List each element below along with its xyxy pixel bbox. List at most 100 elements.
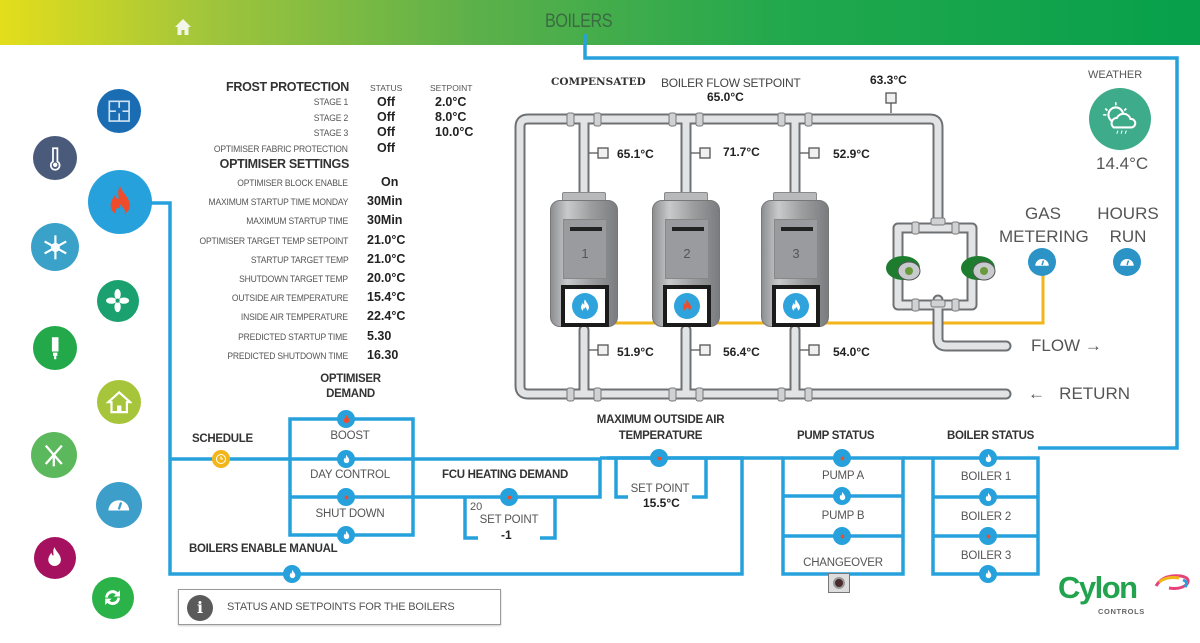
shut-down-status-node[interactable] (337, 488, 355, 506)
optimiser-row-value: 16.30 (367, 348, 399, 362)
bulb-icon (51, 336, 59, 359)
flame-icon (343, 530, 349, 539)
day-control-node[interactable] (337, 450, 355, 468)
max-oat-node[interactable] (650, 449, 668, 467)
info-box: i STATUS AND SETPOINTS FOR THE BOILERS (178, 589, 501, 625)
fcu-value: 20 (470, 501, 483, 513)
boilers-enable-manual-node[interactable] (283, 565, 301, 583)
sidebar-item-floorplan[interactable] (97, 89, 141, 133)
boiler-panel: 3 (774, 219, 818, 279)
boiler-3-status-label: BOILER 3 (960, 550, 1012, 562)
weather-sun-cloud-icon (1103, 102, 1137, 134)
boiler-1-return-temp: 51.9°C (617, 345, 654, 359)
frost-protection-title: FROST PROTECTION (226, 80, 349, 94)
boiler-body: 2 (652, 200, 720, 327)
optimiser-row-label: PREDICTED STARTUP TIME (238, 332, 349, 343)
boost-node[interactable] (337, 410, 355, 428)
sidebar-item-renewables[interactable] (31, 432, 77, 478)
optimiser-row-label: SHUTDOWN TARGET TEMP (239, 274, 348, 285)
sidebar-item-metering[interactable] (96, 482, 142, 528)
flow-setpoint-value[interactable]: 65.0°C (707, 90, 744, 104)
boiler-1-status-node[interactable] (979, 449, 997, 467)
optimiser-row-value[interactable]: 20.0°C (367, 271, 406, 285)
boiler-panel: 1 (563, 219, 607, 279)
hours-run-button[interactable] (1113, 248, 1141, 276)
optimiser-row-label: INSIDE AIR TEMPERATURE (241, 312, 348, 323)
home-icon (175, 19, 191, 35)
boiler-1-status-label: BOILER 1 (960, 471, 1012, 483)
max-oat-setpoint-value[interactable]: 15.5°C (643, 496, 680, 510)
optimiser-row-value[interactable]: 21.0°C (367, 233, 406, 247)
boiler-2-status-label: BOILER 2 (960, 511, 1012, 523)
weather-button[interactable] (1089, 88, 1151, 150)
flame-icon (985, 492, 991, 501)
frost-row-setpoint[interactable]: 10.0°C (435, 125, 474, 139)
hours-run-label-line2: RUN (1109, 227, 1147, 246)
sidebar-item-cooling[interactable] (31, 223, 79, 271)
boiler-body: 3 (761, 200, 829, 327)
boiler-slot (781, 227, 813, 231)
pump-a-node[interactable] (833, 449, 851, 467)
pump-b-node[interactable] (833, 487, 851, 505)
dot-red-icon (986, 534, 990, 538)
sidebar-item-cycle[interactable] (92, 577, 134, 619)
boiler-window (663, 285, 711, 327)
boiler-2[interactable]: 2 (652, 192, 720, 327)
sidebar-item-building[interactable] (97, 380, 141, 424)
optimiser-row-value[interactable]: On (381, 175, 399, 189)
refresh-icon (105, 590, 121, 606)
boiler-3-status-node[interactable] (979, 565, 997, 583)
shut-down-label: SHUT DOWN (315, 508, 385, 520)
sidebar-item-boilers[interactable] (88, 170, 152, 234)
pump-b-label: PUMP B (821, 510, 865, 522)
pump-b-graphic (961, 256, 996, 281)
fan-icon (106, 289, 130, 313)
boiler-1[interactable]: 1 (550, 192, 618, 327)
gas-flame-icon (48, 547, 62, 567)
fcu-setpoint-label: SET POINT (479, 514, 539, 526)
optimiser-row-label: OUTSIDE AIR TEMPERATURE (231, 293, 348, 304)
sidebar-item-gas[interactable] (34, 537, 76, 579)
boiler-3-status-dot[interactable] (979, 527, 997, 545)
boiler-3[interactable]: 3 (761, 192, 829, 327)
optimiser-row-label: MAXIMUM STARTUP TIME (246, 216, 348, 227)
house-icon (105, 390, 133, 413)
fcu-heating-demand-node[interactable] (500, 488, 518, 506)
changeover-switch[interactable] (828, 573, 850, 593)
frost-row-setpoint[interactable]: 2.0°C (435, 95, 467, 109)
schedule-button[interactable] (212, 450, 230, 468)
snowflake-icon (43, 234, 67, 259)
boilers-enable-manual-label: BOILERS ENABLE MANUAL (189, 543, 338, 555)
info-text: STATUS AND SETPOINTS FOR THE BOILERS (227, 601, 455, 613)
flame-icon (581, 299, 589, 312)
changeover-node[interactable] (833, 527, 851, 545)
flame-icon (985, 569, 991, 578)
boiler-2-return-temp: 56.4°C (723, 345, 760, 359)
fcu-setpoint-value[interactable]: -1 (501, 528, 512, 542)
sidebar-item-lighting[interactable] (33, 326, 77, 370)
frost-row-setpoint[interactable]: 8.0°C (435, 110, 467, 124)
boiler-3-return-temp: 54.0°C (833, 345, 870, 359)
dot-red-icon (840, 456, 844, 460)
flame-icon (839, 491, 845, 500)
optimiser-row-value[interactable]: 30Min (367, 213, 403, 227)
sidebar-item-temperature[interactable] (33, 136, 77, 180)
boiler-number: 2 (683, 246, 691, 261)
boiler-2-status-node[interactable] (979, 488, 997, 506)
optimiser-row-value[interactable]: 30Min (367, 194, 403, 208)
frost-row-label: OPTIMISER FABRIC PROTECTION (214, 144, 348, 155)
changeover-knob (833, 577, 845, 589)
gas-metering-button[interactable] (1028, 248, 1056, 276)
boiler-body: 1 (550, 200, 618, 327)
flame-icon (792, 299, 800, 312)
clock-icon (216, 454, 226, 464)
page-title: BOILERS (545, 11, 613, 32)
dot-red-icon (507, 495, 511, 499)
optimiser-row-value[interactable]: 21.0°C (367, 252, 406, 266)
shut-down-node[interactable] (337, 526, 355, 544)
optimiser-row-value: 15.4°C (367, 290, 406, 304)
home-button[interactable] (173, 17, 193, 37)
dot-red-icon (344, 495, 348, 499)
boiler-panel: 2 (665, 219, 709, 279)
sidebar-item-ventilation[interactable] (97, 280, 139, 322)
